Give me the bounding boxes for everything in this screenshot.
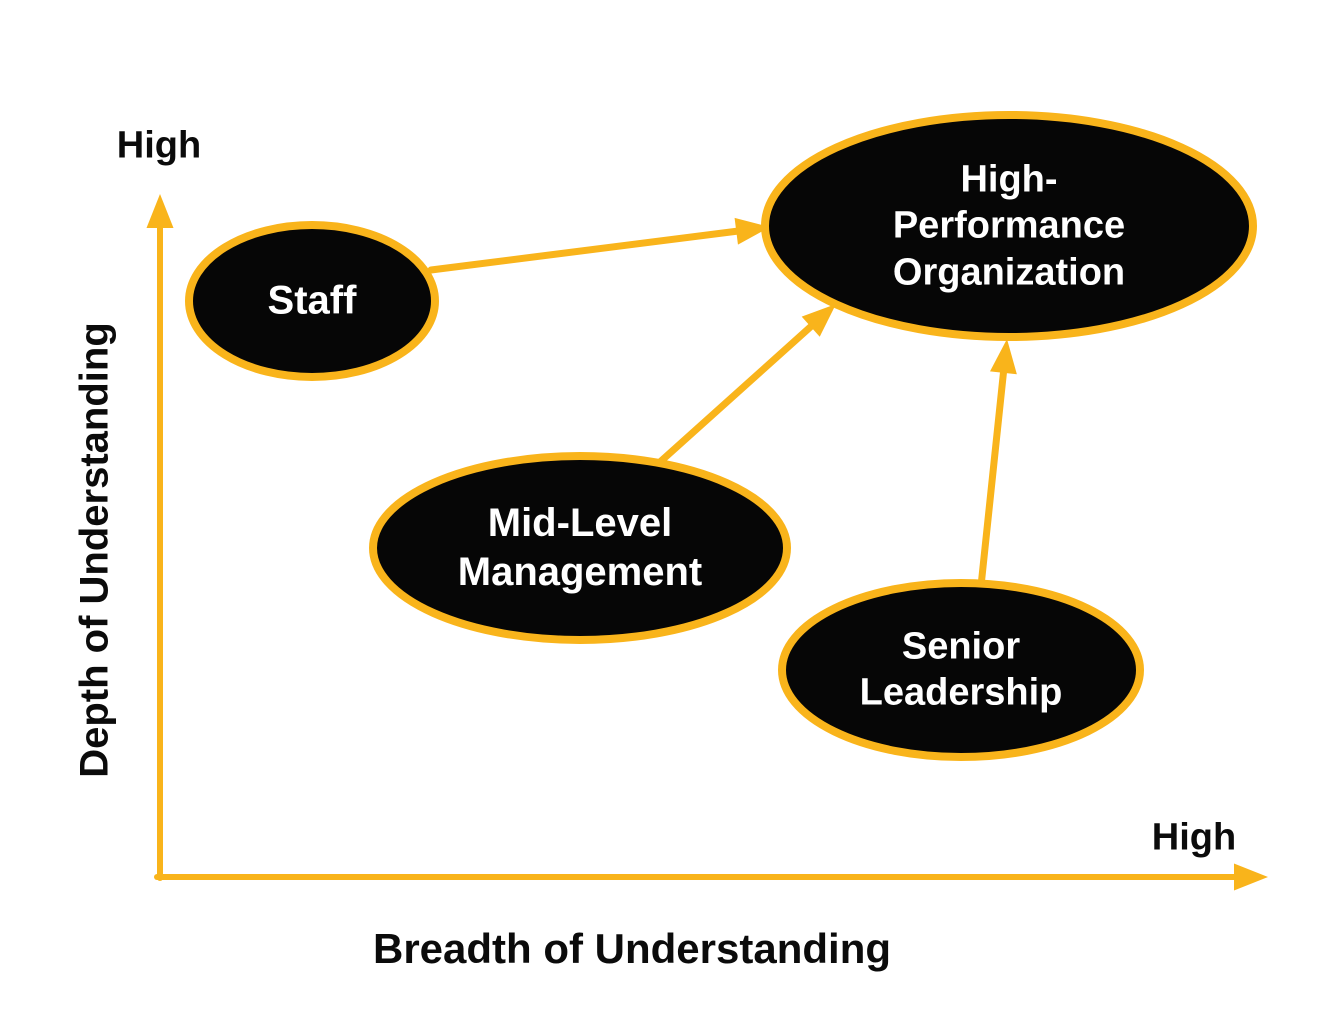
x-axis-arrowhead <box>1234 863 1268 891</box>
node-ellipse-mid-level-management <box>369 452 791 644</box>
edge-senior-leadership-to-high-performance-organization-line <box>977 359 1009 590</box>
y-axis-arrowhead <box>146 194 174 228</box>
edge-senior-leadership-to-high-performance-organization-arrowhead <box>990 339 1017 375</box>
node-ellipse-high-performance-organization <box>761 111 1257 341</box>
nodes-layer <box>185 111 1257 761</box>
node-ellipse-senior-leadership <box>778 579 1144 761</box>
edge-staff-to-high-performance-organization-line <box>427 226 750 274</box>
axes-layer <box>146 194 1268 891</box>
edge-mid-level-management-to-high-performance-organization-line <box>656 316 822 466</box>
edges-layer <box>427 217 1017 590</box>
edge-staff-to-high-performance-organization-arrowhead <box>734 217 770 245</box>
node-ellipse-staff <box>185 221 439 381</box>
edge-mid-level-management-to-high-performance-organization-arrowhead <box>801 304 836 337</box>
